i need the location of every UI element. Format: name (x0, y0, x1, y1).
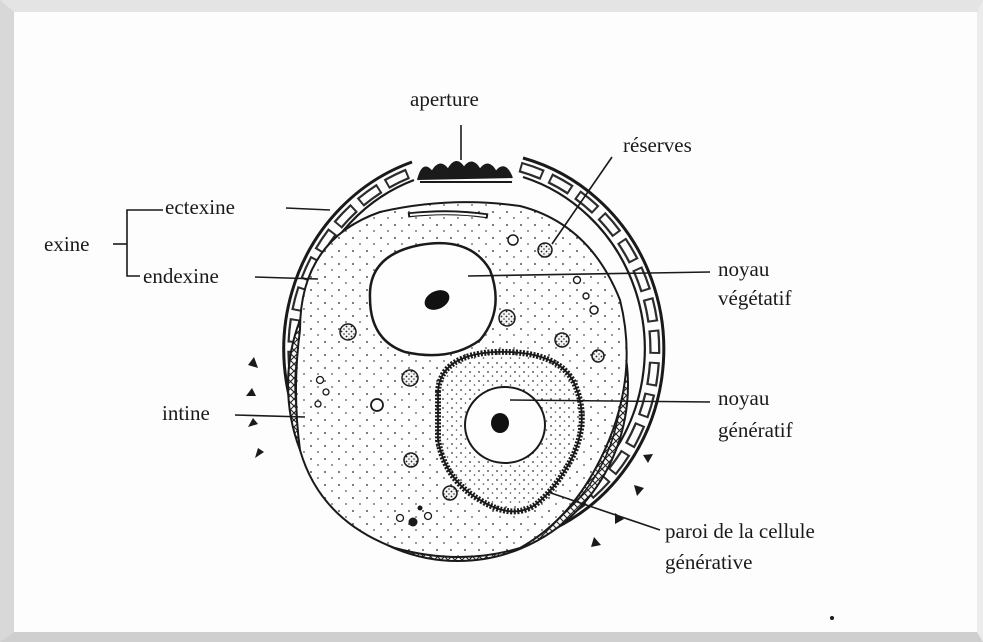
label-noyau-generatif-line1: noyau (718, 386, 770, 410)
label-noyau-generatif-line2: génératif (718, 418, 793, 442)
vegetative-nucleus (370, 243, 496, 355)
label-exine: exine (44, 232, 89, 256)
label-noyau-vegetatif-line2: végétatif (718, 286, 791, 310)
aperture-region (418, 162, 512, 182)
label-intine: intine (162, 401, 210, 425)
label-reserves: réserves (623, 133, 692, 157)
label-noyau-vegetatif-line1: noyau (718, 257, 770, 281)
label-paroi-line1: paroi de la cellule (665, 519, 815, 543)
speck (830, 616, 834, 620)
label-ectexine: ectexine (165, 195, 235, 219)
label-endexine: endexine (143, 264, 219, 288)
label-aperture: aperture (410, 87, 479, 111)
label-paroi-line2: générative (665, 550, 752, 574)
